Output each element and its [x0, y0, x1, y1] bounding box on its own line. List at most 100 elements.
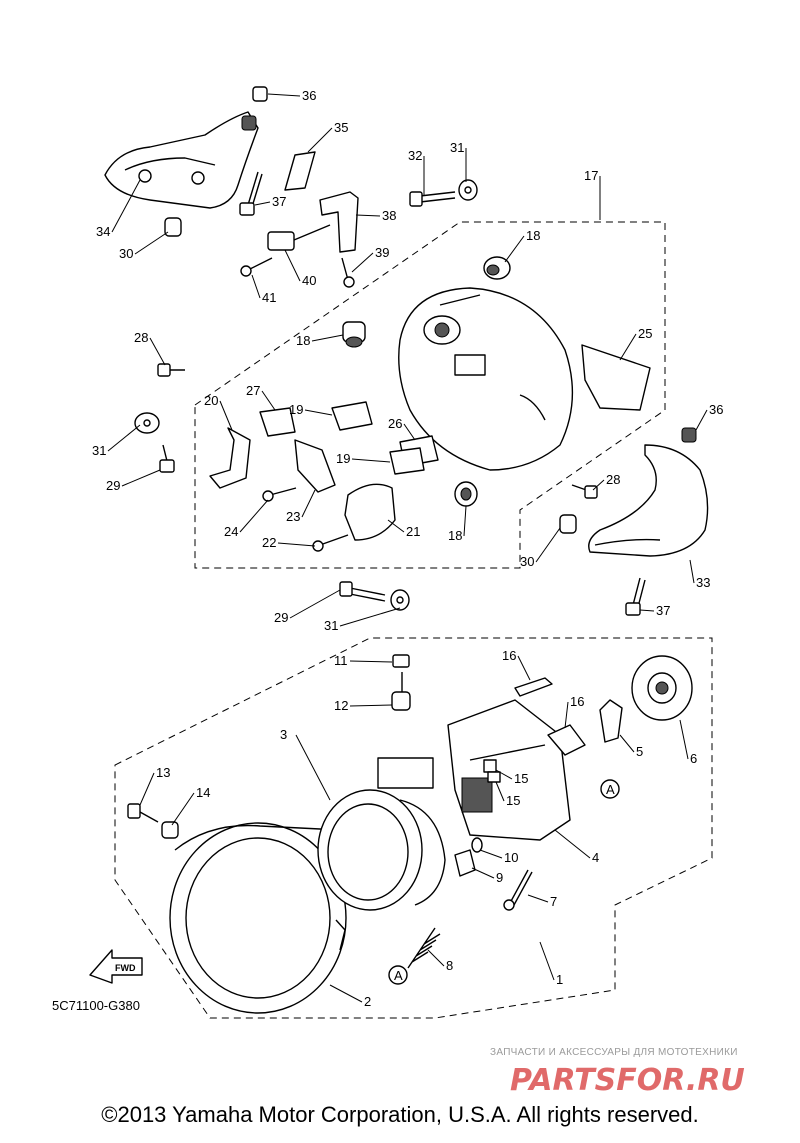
callout-leader: [349, 704, 393, 707]
callout-13: 13: [156, 765, 170, 780]
grommet-12: [391, 691, 411, 711]
screw-41: [240, 257, 273, 277]
washer-31-lower: [390, 589, 410, 611]
callout-36: 36: [709, 402, 723, 417]
callout-leader: [495, 769, 513, 780]
callout-17: 17: [584, 168, 598, 183]
callout-leader: [427, 949, 445, 967]
callout-leader: [239, 499, 269, 533]
fwd-arrow: FWD: [89, 949, 143, 984]
callout-31: 31: [324, 618, 338, 633]
callout-37: 37: [272, 194, 286, 209]
callout-34: 34: [96, 224, 110, 239]
callout-37: 37: [656, 603, 670, 618]
headlight-bracket-4: [447, 699, 571, 841]
fwd-label: FWD: [115, 963, 136, 973]
callout-leader: [619, 333, 637, 361]
bolt-36-top: [252, 86, 268, 102]
label-25: [581, 344, 651, 411]
callout-35: 35: [334, 120, 348, 135]
callout-18: 18: [526, 228, 540, 243]
headlight-bracket-right: [588, 427, 709, 557]
callout-leader: [355, 214, 381, 217]
screw-7: [503, 869, 533, 911]
callout-29: 29: [106, 478, 120, 493]
clip-19-upper: [331, 401, 373, 431]
callout-leader: [564, 701, 569, 729]
callout-leader: [695, 409, 708, 431]
callout-leader: [311, 334, 344, 342]
callout-32: 32: [408, 148, 422, 163]
collar-30-upper: [164, 217, 182, 237]
callout-33: 33: [696, 575, 710, 590]
callout-leader: [351, 458, 391, 463]
callout-leader: [121, 469, 161, 487]
spring-8: [407, 927, 441, 969]
callout-leader: [277, 542, 316, 547]
callout-leader: [149, 337, 166, 366]
callout-30: 30: [119, 246, 133, 261]
callout-16: 16: [570, 694, 584, 709]
callout-leader: [387, 519, 405, 533]
callout-leader: [289, 589, 341, 619]
bolt-28-right: [571, 484, 598, 499]
callout-30: 30: [520, 554, 534, 569]
callout-leader: [301, 489, 316, 518]
callout-4: 4: [592, 850, 599, 865]
bolt-28-left: [157, 363, 185, 377]
callout-38: 38: [382, 208, 396, 223]
bolt-29-left: [159, 444, 175, 473]
callout-18: 18: [448, 528, 462, 543]
callout-leader: [304, 409, 333, 416]
callout-19: 19: [336, 451, 350, 466]
screw-24: [262, 487, 297, 502]
grommet-18-upper: [483, 256, 511, 280]
callout-leader: [134, 231, 169, 255]
callout-leader: [307, 127, 333, 153]
cover-21: [344, 483, 396, 541]
bracket-23: [294, 439, 336, 493]
callout-leader: [349, 660, 393, 663]
callout-8: 8: [446, 958, 453, 973]
grommet-18-lower: [454, 481, 478, 507]
callout-9: 9: [496, 870, 503, 885]
headlight-rim-2: [169, 822, 347, 1014]
reference-mark: A: [394, 968, 403, 983]
callout-41: 41: [262, 290, 276, 305]
callout-5: 5: [636, 744, 643, 759]
callout-7: 7: [550, 894, 557, 909]
callout-28: 28: [134, 330, 148, 345]
callout-leader: [351, 252, 374, 273]
clip-15-upper: [483, 759, 497, 773]
label-35: [284, 151, 316, 191]
callout-10: 10: [504, 850, 518, 865]
grommet-14: [161, 821, 179, 839]
callout-25: 25: [638, 326, 652, 341]
callout-leader: [479, 849, 503, 859]
callout-leader: [219, 400, 233, 431]
bolt-37-upper: [239, 171, 263, 216]
callout-leader: [471, 867, 495, 879]
callout-39: 39: [375, 245, 389, 260]
callout-leader: [267, 93, 301, 97]
collar-30-right: [559, 514, 577, 534]
callout-21: 21: [406, 524, 420, 539]
lens-unit-3: [317, 757, 446, 911]
callout-leader: [261, 390, 276, 411]
callout-leader: [139, 772, 155, 806]
callout-15: 15: [506, 793, 520, 808]
callout-20: 20: [204, 393, 218, 408]
callout-leader: [495, 781, 505, 802]
callout-36: 36: [302, 88, 316, 103]
assembly-1-boundary: [114, 637, 713, 1019]
clip-19-lower: [389, 447, 425, 475]
callout-leader: [592, 479, 605, 491]
callout-22: 22: [262, 535, 276, 550]
connector-16-upper: [514, 677, 553, 697]
bolt-11: [392, 654, 410, 695]
label-27: [259, 407, 296, 437]
callout-18: 18: [296, 333, 310, 348]
callout-27: 27: [246, 383, 260, 398]
